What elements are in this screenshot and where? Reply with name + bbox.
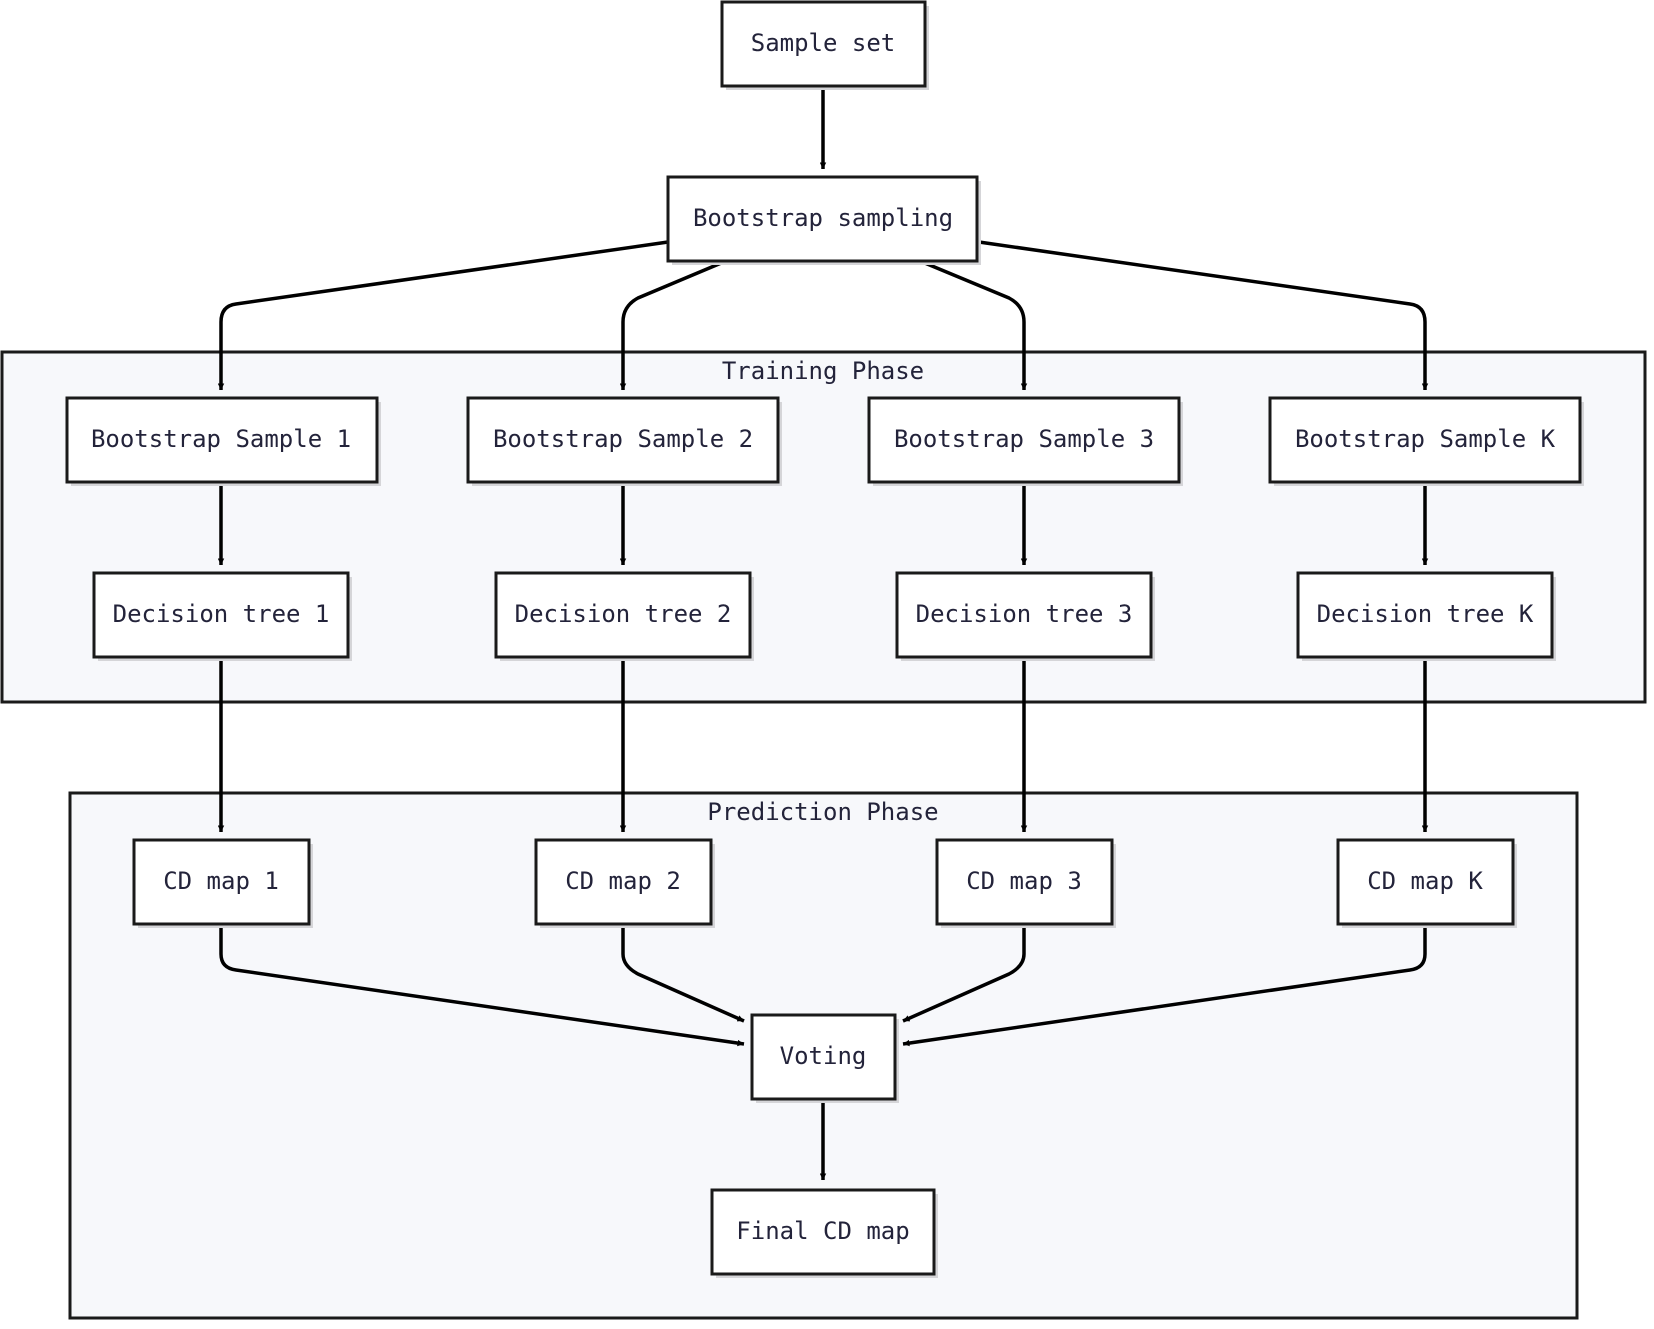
node-cd-map-k: CD map K <box>1336 838 1517 928</box>
node-sample-set: Sample set <box>720 0 929 90</box>
node-voting: Voting <box>750 1013 899 1103</box>
node-final-cd-map: Final CD map <box>710 1188 938 1278</box>
node-decision-tree-1-label: Decision tree 1 <box>113 600 330 628</box>
node-decision-tree-k-label: Decision tree K <box>1317 600 1534 628</box>
edge-cd-map-2-to-voting <box>621 924 745 1023</box>
node-final-cd-map-label: Final CD map <box>736 1217 909 1245</box>
node-decision-tree-3: Decision tree 3 <box>895 571 1155 661</box>
node-cd-map-2-label: CD map 2 <box>565 867 681 895</box>
edge-cd-map-3-to-voting <box>902 924 1026 1023</box>
node-bootstrap-sample-k: Bootstrap Sample K <box>1268 396 1584 486</box>
node-cd-map-k-label: CD map K <box>1367 867 1483 895</box>
node-decision-tree-1: Decision tree 1 <box>92 571 352 661</box>
node-cd-map-2: CD map 2 <box>534 838 715 928</box>
edges <box>217 87 1429 1180</box>
node-cd-map-1: CD map 1 <box>132 838 313 928</box>
node-bootstrap-sample-k-label: Bootstrap Sample K <box>1295 425 1556 453</box>
edge-bootstrap-sampling-to-sample-1 <box>217 240 669 390</box>
node-bootstrap-sample-2: Bootstrap Sample 2 <box>466 396 782 486</box>
node-bootstrap-sample-3-label: Bootstrap Sample 3 <box>894 425 1154 453</box>
node-sample-set-label: Sample set <box>751 29 896 57</box>
edge-bootstrap-sampling-to-sample-2 <box>619 259 727 390</box>
prediction-phase-label: Prediction Phase <box>707 798 938 826</box>
node-bootstrap-sampling-label: Bootstrap sampling <box>693 204 953 232</box>
training-phase-label: Training Phase <box>722 357 924 385</box>
node-voting-label: Voting <box>780 1042 867 1070</box>
node-bootstrap-sample-1: Bootstrap Sample 1 <box>65 396 381 486</box>
node-decision-tree-3-label: Decision tree 3 <box>916 600 1133 628</box>
node-cd-map-3-label: CD map 3 <box>966 867 1082 895</box>
node-decision-tree-k: Decision tree K <box>1296 571 1556 661</box>
node-cd-map-3: CD map 3 <box>935 838 1116 928</box>
node-bootstrap-sample-3: Bootstrap Sample 3 <box>867 396 1183 486</box>
edge-cd-map-1-to-voting <box>219 924 745 1047</box>
node-decision-tree-2: Decision tree 2 <box>494 571 754 661</box>
node-bootstrap-sampling: Bootstrap sampling <box>666 175 981 265</box>
edge-bootstrap-sampling-to-sample-k <box>978 240 1429 390</box>
edge-cd-map-k-to-voting <box>902 924 1427 1047</box>
node-cd-map-1-label: CD map 1 <box>163 867 279 895</box>
edge-bootstrap-sampling-to-sample-3 <box>919 259 1028 390</box>
node-bootstrap-sample-2-label: Bootstrap Sample 2 <box>493 425 753 453</box>
node-bootstrap-sample-1-label: Bootstrap Sample 1 <box>91 425 351 453</box>
node-decision-tree-2-label: Decision tree 2 <box>515 600 732 628</box>
